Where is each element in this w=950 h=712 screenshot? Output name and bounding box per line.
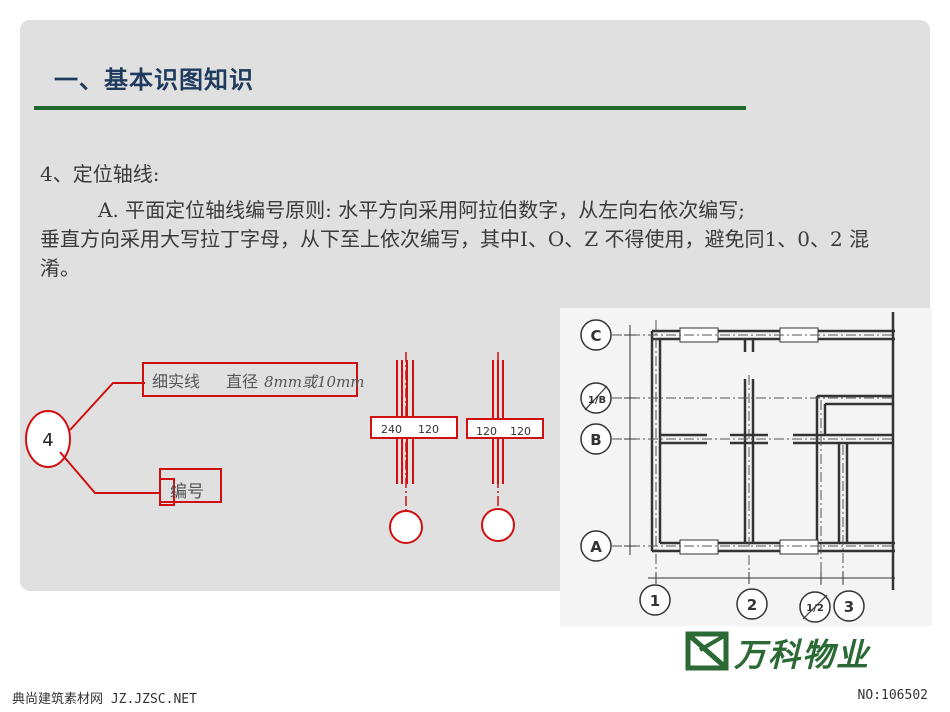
leader-line-top	[69, 382, 145, 431]
wall-axis-circle-right	[481, 508, 515, 542]
body-paragraph: A. 平面定位轴线编号原则: 水平方向采用阿拉伯数字，从左向右依次编写; 垂直方…	[40, 196, 890, 283]
page-title: 一、基本识图知识	[54, 66, 254, 94]
number-label-tick	[159, 478, 175, 506]
section-heading: 4、定位轴线:	[40, 162, 160, 186]
axis-circle-symbol	[25, 410, 71, 468]
footer-watermark-right: NO:106502	[857, 688, 928, 703]
diameter-label: 直径	[226, 372, 258, 391]
leader-line-bottom	[59, 451, 160, 494]
wall-axis-example-right: 120 120	[466, 352, 544, 542]
axis-row-c: C	[590, 327, 601, 345]
paragraph-lead: A. 平面定位轴线编号原则: 水平方向采用阿拉伯数字，从左向右依次编写;	[98, 198, 745, 222]
wall-dim-right-a: 120	[476, 425, 497, 438]
axis-row-b: B	[590, 431, 601, 449]
wall-dim-left-b: 120	[418, 423, 439, 436]
axis-row-1b: 1/B	[588, 395, 606, 406]
axis-col-1-2: 1/2	[806, 603, 824, 614]
number-label: 编号	[170, 482, 204, 502]
axis-symbol-diagram: 4 细实线 直径 8mm或10mm 编号	[25, 362, 365, 506]
vanke-logo-icon	[685, 631, 729, 671]
axis-col-3: 3	[844, 598, 854, 616]
line-label-box	[142, 362, 358, 397]
brand-name: 万科物业	[734, 636, 871, 674]
axis-circle-label: 4	[42, 430, 53, 451]
diameter-value: 8mm或10mm	[264, 373, 365, 391]
axis-row-a: A	[590, 538, 602, 556]
title-divider	[34, 106, 746, 110]
wall-dim-right-b: 120	[510, 425, 531, 438]
floor-plan: C 1/B B A 1 2 1/2 3	[560, 308, 932, 626]
line-label: 细实线	[152, 372, 200, 391]
axis-col-1: 1	[650, 592, 660, 610]
paragraph-rest: 垂直方向采用大写拉丁字母，从下至上依次编写，其中I、O、Z 不得使用，避免同1、…	[40, 227, 870, 280]
wall-dim-left-a: 240	[381, 423, 402, 436]
axis-col-2: 2	[747, 596, 757, 614]
footer-watermark-left: 典尚建筑素材网 JZ.JZSC.NET	[12, 692, 197, 707]
wall-axis-circle-left	[389, 510, 423, 544]
wall-axis-example-left: 240 120	[370, 352, 458, 544]
